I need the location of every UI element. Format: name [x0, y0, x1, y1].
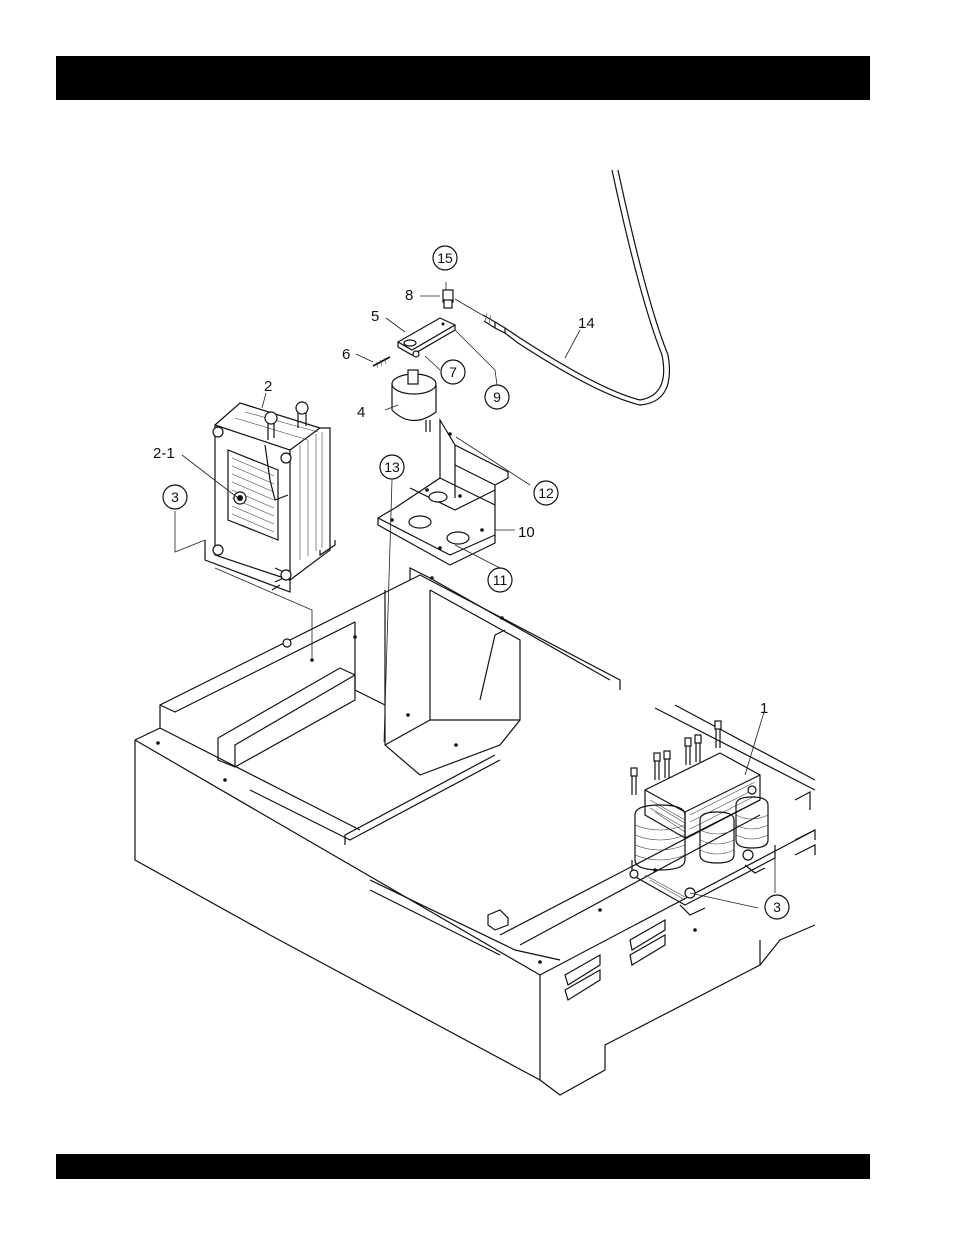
circle-callout-3-right: 3 [765, 895, 789, 919]
circle-label-7: 7 [449, 364, 457, 380]
base-frame [135, 568, 815, 1095]
part-4-cylinder [392, 370, 436, 432]
circle-callout-3-left: 3 [163, 485, 187, 509]
part-8-nut [443, 290, 453, 308]
label-4: 4 [357, 404, 365, 421]
label-6: 6 [342, 346, 350, 363]
cable-14 [455, 170, 669, 405]
circle-callout-15: 15 [433, 246, 457, 270]
transformer-2 [205, 402, 335, 592]
circle-label-15: 15 [437, 250, 453, 266]
transformer-1 [630, 721, 810, 915]
circled-callouts: 15 7 9 12 13 11 3 3 [163, 246, 789, 919]
label-10: 10 [518, 524, 535, 541]
circle-label-3-right: 3 [773, 899, 781, 915]
circle-callout-9: 9 [485, 385, 509, 409]
circle-callout-13: 13 [380, 455, 404, 479]
label-14: 14 [578, 315, 595, 332]
callout-labels: 1 2 2-1 4 5 6 8 10 14 [153, 287, 768, 717]
label-5: 5 [371, 308, 379, 325]
label-8: 8 [405, 287, 413, 304]
label-1: 1 [760, 700, 768, 717]
circle-label-3-left: 3 [171, 489, 179, 505]
circle-callout-7: 7 [441, 360, 465, 384]
circle-label-12: 12 [538, 485, 554, 501]
circle-label-9: 9 [493, 389, 501, 405]
part-6-pin [373, 357, 390, 368]
label-2-1: 2-1 [153, 445, 175, 462]
circle-callout-11: 11 [488, 568, 512, 592]
circle-callout-12: 12 [534, 481, 558, 505]
label-2: 2 [264, 378, 272, 395]
circle-label-13: 13 [384, 459, 400, 475]
part-5-plate [398, 318, 455, 357]
bracket-10 [378, 420, 508, 565]
circle-label-11: 11 [493, 572, 508, 588]
